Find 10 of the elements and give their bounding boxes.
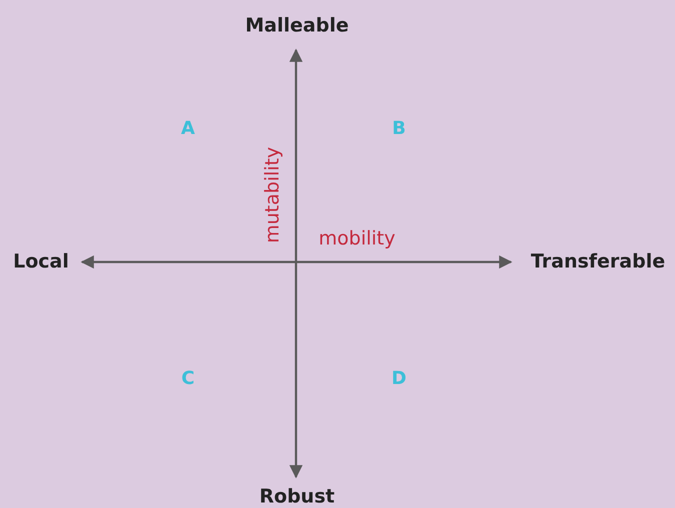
axis-label: Local: [13, 252, 69, 272]
axis-caption: mobility: [318, 230, 396, 248]
quadrant-letter: B: [392, 120, 406, 138]
quadrant-letter: A: [181, 120, 195, 138]
quadrant-letter: D: [392, 370, 406, 388]
axis-caption: mutability: [264, 146, 282, 244]
axis-label: Malleable: [245, 16, 349, 36]
quadrant-letter: C: [181, 370, 195, 388]
axis-label: Transferable: [530, 252, 666, 272]
axis-label: Robust: [259, 488, 335, 506]
